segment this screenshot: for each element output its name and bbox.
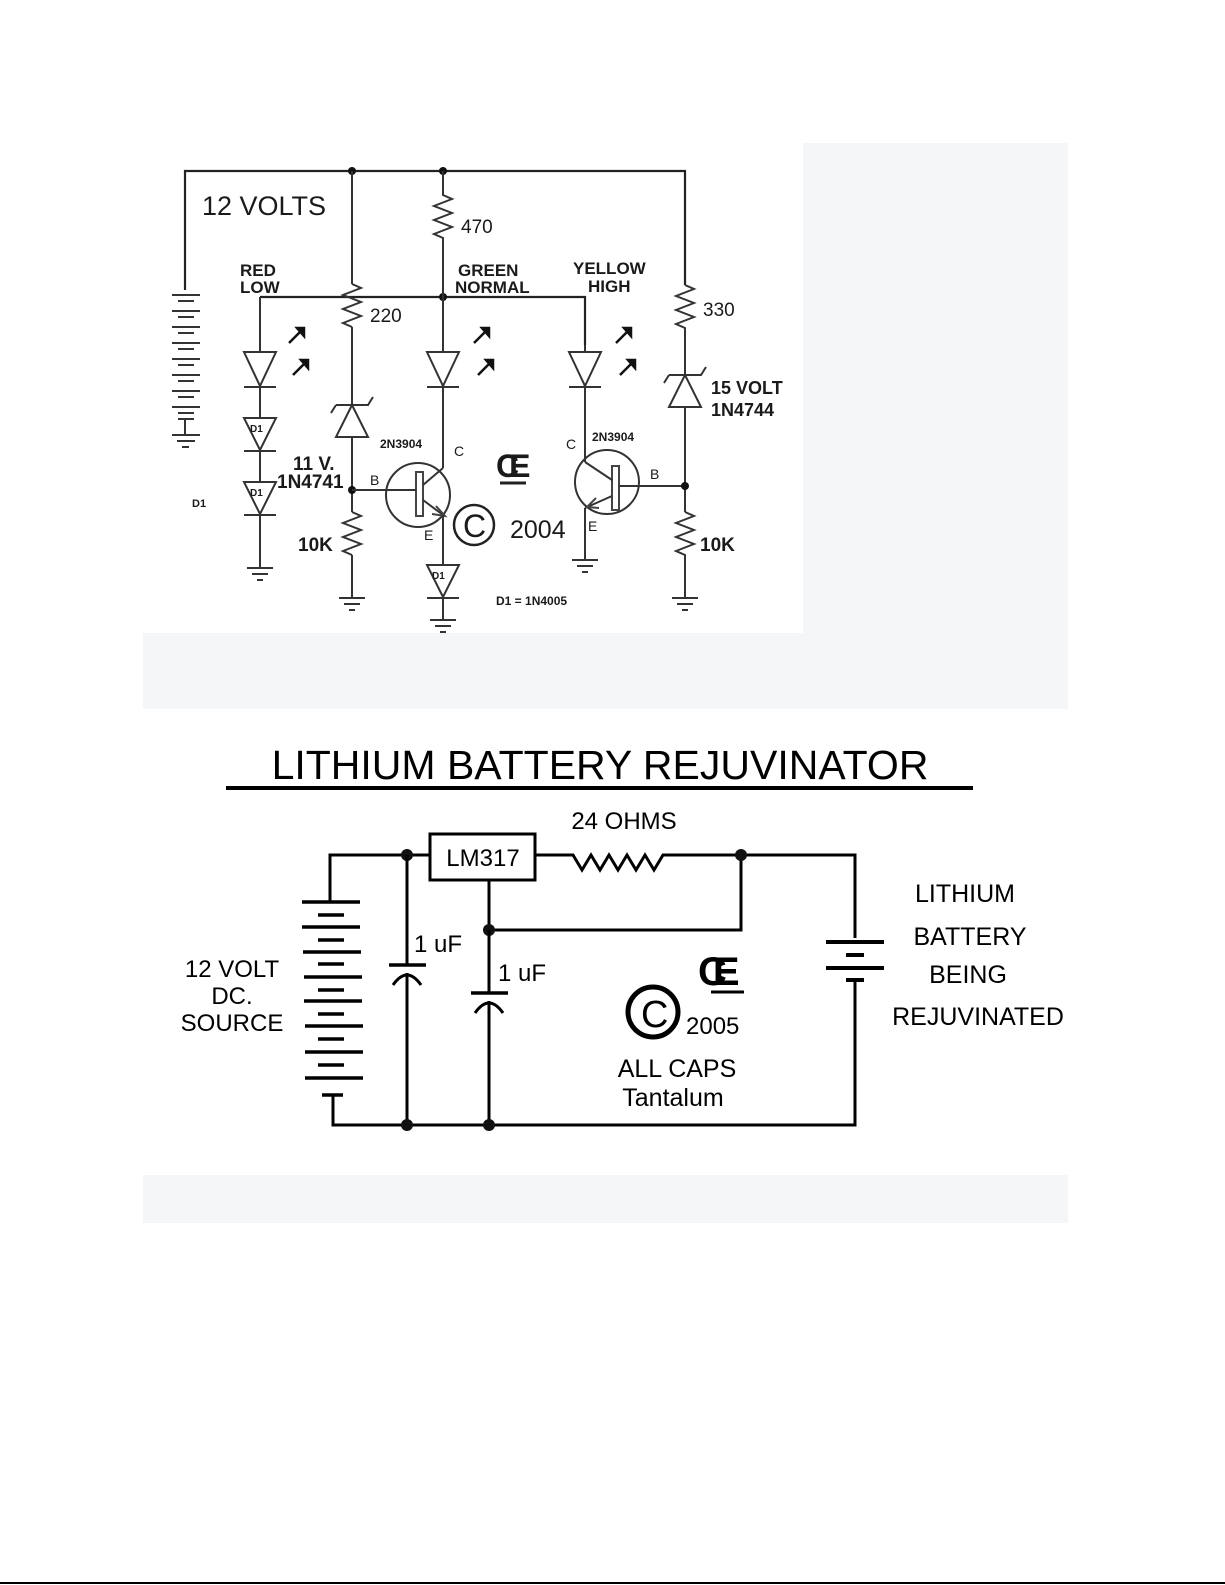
transistor-right-icon <box>575 450 639 514</box>
source-label-line-2: DC. <box>211 983 252 1010</box>
resistor-24-ohm-label: 24 OHMS <box>571 808 676 835</box>
resistor-10k-right-icon <box>676 512 694 598</box>
page-bottom-rule <box>0 1582 1225 1584</box>
resistor-220-label: 220 <box>370 306 402 327</box>
copyright-year: 2004 <box>510 516 566 544</box>
ground-wire <box>333 978 855 1125</box>
zener-1n4741-icon <box>336 405 368 437</box>
green-led-icon <box>427 352 459 386</box>
d1-legend: D1 = 1N4005 <box>496 594 567 608</box>
resistor-24-ohm-wire <box>535 855 855 938</box>
capacitor-2-label: 1 uF <box>498 960 546 987</box>
ce-logo: CE <box>698 950 739 994</box>
d1-side-label: D1 <box>192 498 206 510</box>
pin-e-label: E <box>424 527 433 543</box>
source-label-line-1: 12 VOLT <box>185 956 280 983</box>
input-wire <box>330 855 430 902</box>
pin-c-label: C <box>454 443 464 459</box>
battery-monitor-schematic: 12 VOLTS D1 RED LOW GREEN NORMAL YELLOW … <box>143 143 803 633</box>
resistor-10k-left-label: 10K <box>298 535 333 556</box>
caps-note-line-2: Tantalum <box>622 1084 723 1112</box>
resistor-330-icon <box>676 285 694 375</box>
transistor-right-label: 2N3904 <box>592 430 634 444</box>
rejuvinator-title: LITHIUM BATTERY REJUVINATOR <box>272 742 929 788</box>
pin-e-label: E <box>588 518 597 534</box>
battery-label-line-2: BATTERY <box>914 923 1027 951</box>
battery-label-line-1: LITHIUM <box>915 880 1015 908</box>
zener-left-part-label: 1N4741 <box>277 472 344 493</box>
yellow-led-icon <box>569 352 601 386</box>
pin-b-label: B <box>370 472 379 488</box>
led-red-state-label: LOW <box>240 278 281 297</box>
lithium-rejuvinator-svg: LITHIUM BATTERY REJUVINATOR LM317 24 OHM… <box>143 720 1103 1160</box>
supply-voltage-label: 12 VOLTS <box>202 191 326 221</box>
resistor-10k-right-label: 10K <box>700 535 735 556</box>
red-led-icon <box>244 352 276 386</box>
led-bus-wire <box>260 297 585 345</box>
source-label-line-3: SOURCE <box>181 1010 284 1037</box>
resistor-220-icon <box>343 284 361 327</box>
resistor-10k-left-icon <box>343 512 361 555</box>
left-zener-branch <box>331 171 373 610</box>
pin-b-label: B <box>650 466 659 482</box>
resistor-470-label: 470 <box>461 217 493 238</box>
capacitor-1-label: 1 uF <box>414 931 462 958</box>
green-led-branch <box>352 171 493 632</box>
d1-diode-label: D1 <box>432 571 445 582</box>
yellow-led-branch <box>569 328 685 572</box>
battery-label-line-4: REJUVINATED <box>892 1003 1064 1031</box>
caps-note-line-1: ALL CAPS <box>618 1055 737 1083</box>
led-green-state-label: NORMAL <box>455 278 530 297</box>
copyright-symbol: C <box>641 994 668 1036</box>
copyright-year: 2005 <box>686 1013 739 1040</box>
zener-right-voltage-label: 15 VOLT <box>711 378 783 398</box>
transistor-left-label: 2N3904 <box>380 437 422 451</box>
battery-12v-dc-symbol <box>302 902 363 1095</box>
ce-logo: CE <box>496 448 530 484</box>
copyright-symbol: C <box>463 508 486 544</box>
junction-dot <box>735 849 747 861</box>
d1-diode-label: D1 <box>250 424 263 435</box>
battery-12v-symbol <box>172 295 200 447</box>
resistor-330-label: 330 <box>703 300 735 321</box>
led-yellow-color-label: YELLOW <box>573 259 647 278</box>
lm317-label: LM317 <box>446 845 519 872</box>
d1-diode-label: D1 <box>250 488 263 499</box>
lithium-battery-symbol <box>826 942 884 980</box>
zener-right-part-label: 1N4744 <box>711 400 774 420</box>
battery-monitor-svg: 12 VOLTS D1 RED LOW GREEN NORMAL YELLOW … <box>143 143 803 633</box>
battery-label-line-3: BEING <box>929 961 1007 989</box>
zener-1n4744-icon <box>669 375 701 407</box>
diagram-2-backdrop-strip <box>143 1175 1068 1223</box>
lithium-rejuvinator-schematic: LITHIUM BATTERY REJUVINATOR LM317 24 OHM… <box>143 720 1103 1160</box>
capacitor-1-symbol <box>389 855 426 1131</box>
pin-c-label: C <box>566 436 576 452</box>
led-yellow-state-label: HIGH <box>588 277 631 296</box>
right-zener-branch <box>664 285 706 610</box>
